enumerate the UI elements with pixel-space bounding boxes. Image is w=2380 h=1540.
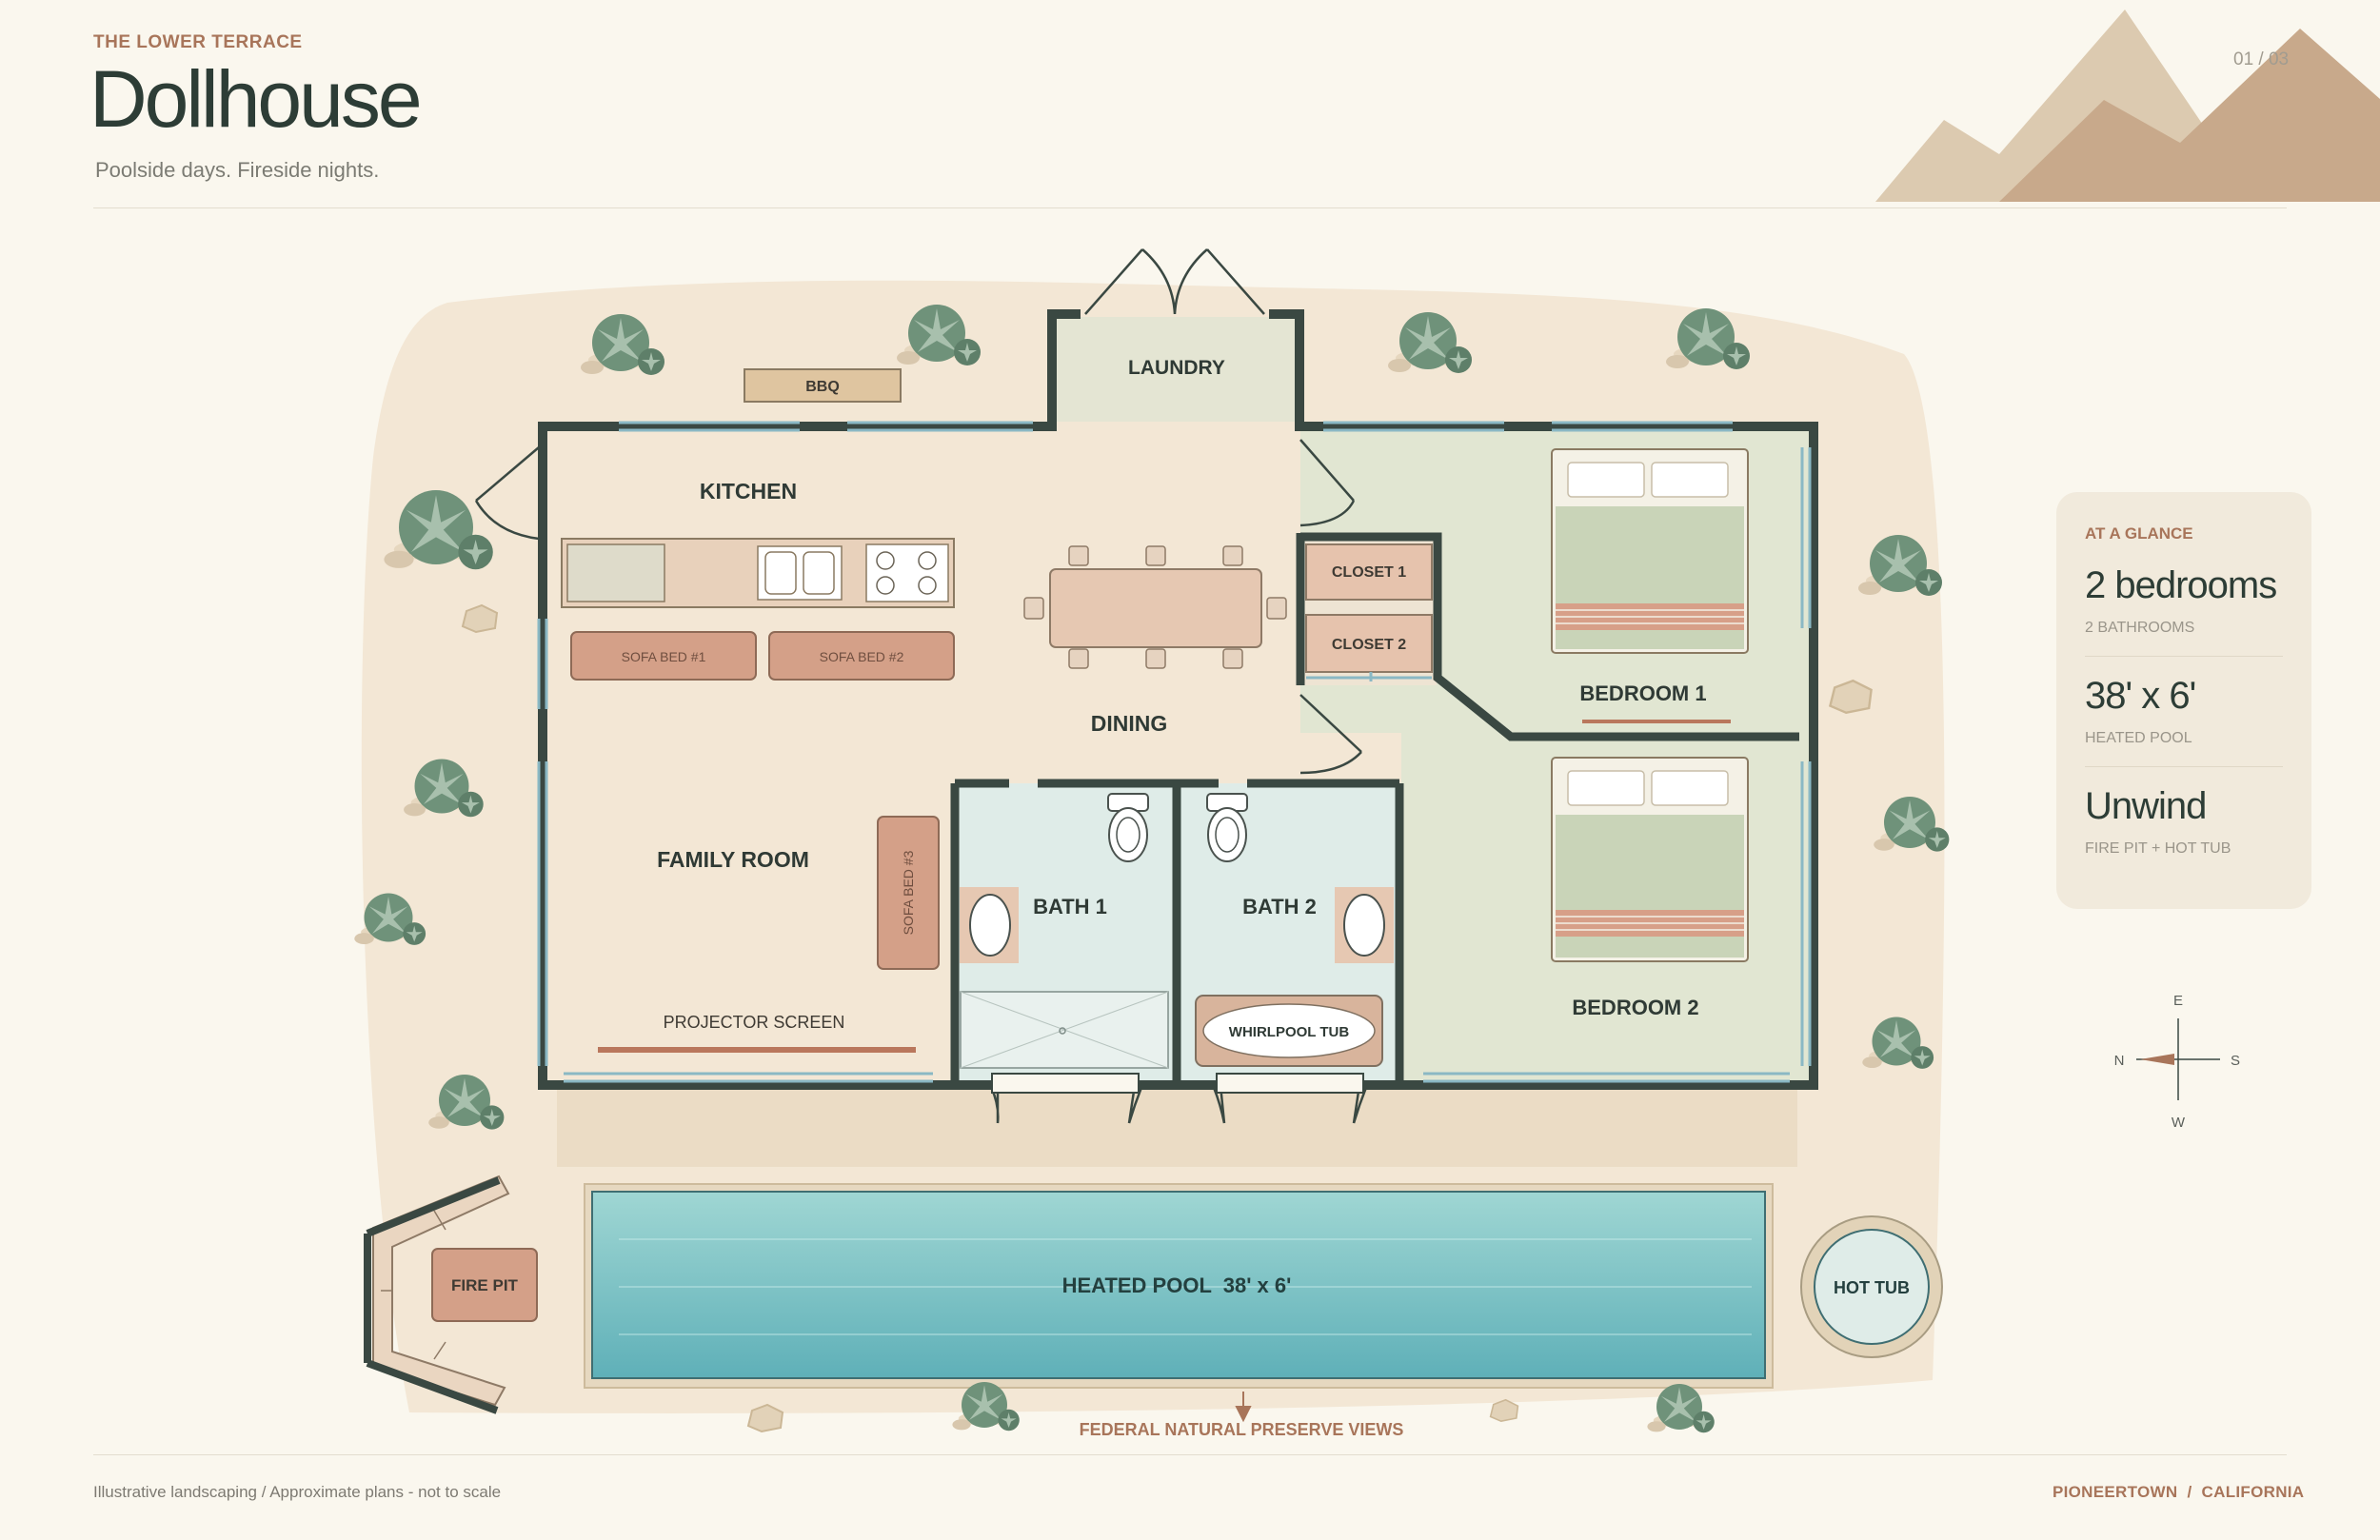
closet-1-label: CLOSET 1 [1332, 564, 1406, 581]
at-a-glance-panel: AT A GLANCE 2 bedrooms 2 BATHROOMS 38' x… [2056, 492, 2311, 909]
bed-1 [1551, 448, 1749, 654]
page-subtitle: Poolside days. Fireside nights. [95, 158, 380, 182]
bath-1-label: BATH 1 [1033, 895, 1107, 918]
fire-pit-label: FIRE PIT [451, 1276, 519, 1294]
kitchen-label: KITCHEN [700, 479, 797, 503]
closet-2-label: CLOSET 2 [1332, 637, 1406, 653]
glance-bedrooms: 2 bedrooms [2085, 564, 2277, 606]
glance-bathrooms: 2 BATHROOMS [2085, 620, 2195, 636]
bedroom-2-label: BEDROOM 2 [1572, 996, 1698, 1019]
windows [537, 421, 1812, 1083]
sofa-bed-3-label: SOFA BED #3 [901, 850, 916, 935]
toilet-bath-1 [1107, 793, 1149, 862]
bath-2-label: BATH 2 [1242, 895, 1317, 918]
closet-2 [1305, 614, 1433, 673]
compass-s: S [2231, 1053, 2240, 1069]
page-title: Dollhouse [89, 54, 423, 144]
compass-w: W [2172, 1115, 2186, 1131]
door-swings [474, 248, 1369, 1124]
rock [1489, 1399, 1519, 1422]
bedroom-1-underline [1582, 720, 1731, 723]
mountain-front [1999, 29, 2380, 202]
hot-tub-label: HOT TUB [1834, 1278, 1910, 1297]
footer-divider [93, 1454, 2287, 1455]
views-arrow [1235, 1392, 1252, 1423]
glance-pool-size: 38' x 6' [2085, 675, 2196, 717]
dining-label: DINING [1091, 711, 1168, 736]
glance-divider [2085, 766, 2283, 767]
sofa-bed-2 [768, 631, 955, 681]
pool-label: HEATED POOL 38' x 6' [1062, 1273, 1292, 1297]
shower-bath-1 [960, 991, 1169, 1069]
compass [2136, 1018, 2220, 1100]
bath-1-exterior-door [991, 1073, 1140, 1094]
views-label: FEDERAL NATURAL PRESERVE VIEWS [1080, 1420, 1404, 1439]
projector-screen [598, 1047, 916, 1053]
glance-heated-pool: HEATED POOL [2085, 730, 2192, 746]
glance-divider [2085, 656, 2283, 657]
closet-1 [1305, 543, 1433, 601]
glance-firepit-hottub: FIRE PIT + HOT TUB [2085, 840, 2231, 857]
mountains-graphic [1875, 10, 2380, 202]
bbq-grill [744, 368, 902, 403]
hot-tub [1814, 1229, 1930, 1345]
toilet-bath-2 [1206, 793, 1248, 862]
kitchen-counter [561, 538, 955, 608]
laundry-label: LAUNDRY [1128, 357, 1225, 379]
fire-pit-bench [364, 1175, 510, 1414]
sink-bath-1 [960, 887, 1019, 963]
header-eyebrow: THE LOWER TERRACE [93, 32, 303, 52]
laundry-floor [1055, 317, 1297, 422]
fire-pit [431, 1248, 538, 1322]
closet-door [1306, 672, 1432, 681]
sofa-bed-3 [877, 816, 940, 970]
dining-table [1023, 545, 1287, 669]
whirlpool-tub-label: WHIRLPOOL TUB [1229, 1024, 1350, 1040]
heated-pool [591, 1191, 1766, 1379]
bbq-label: BBQ [805, 379, 840, 395]
compass-n: N [2114, 1053, 2125, 1069]
bedroom-1-label: BEDROOM 1 [1579, 681, 1706, 705]
sink-bath-2 [1335, 887, 1394, 963]
header-divider [93, 207, 2287, 208]
patio [557, 1085, 1797, 1167]
footer-note: Illustrative landscaping / Approximate p… [93, 1483, 502, 1501]
glance-heading: AT A GLANCE [2085, 524, 2193, 543]
glance-unwind: Unwind [2085, 785, 2207, 827]
footer-location: PIONEERTOWN / CALIFORNIA [2053, 1483, 2305, 1501]
exterior-walls [538, 309, 1818, 1090]
bed-2 [1551, 757, 1749, 962]
page-number: 01 / 03 [2233, 49, 2290, 69]
pool-ripples [619, 1238, 1752, 1335]
projector-screen-label: PROJECTOR SCREEN [664, 1013, 845, 1032]
family-room-label: FAMILY ROOM [657, 847, 809, 872]
interior-walls [950, 532, 1799, 1085]
compass-e: E [2173, 993, 2183, 1009]
bath-2-exterior-door [1216, 1073, 1364, 1094]
sofa-bed-1 [570, 631, 757, 681]
whirlpool-tub [1195, 995, 1383, 1067]
sofa-bed-2-label: SOFA BED #2 [820, 649, 904, 664]
sofa-bed-1-label: SOFA BED #1 [622, 649, 706, 664]
